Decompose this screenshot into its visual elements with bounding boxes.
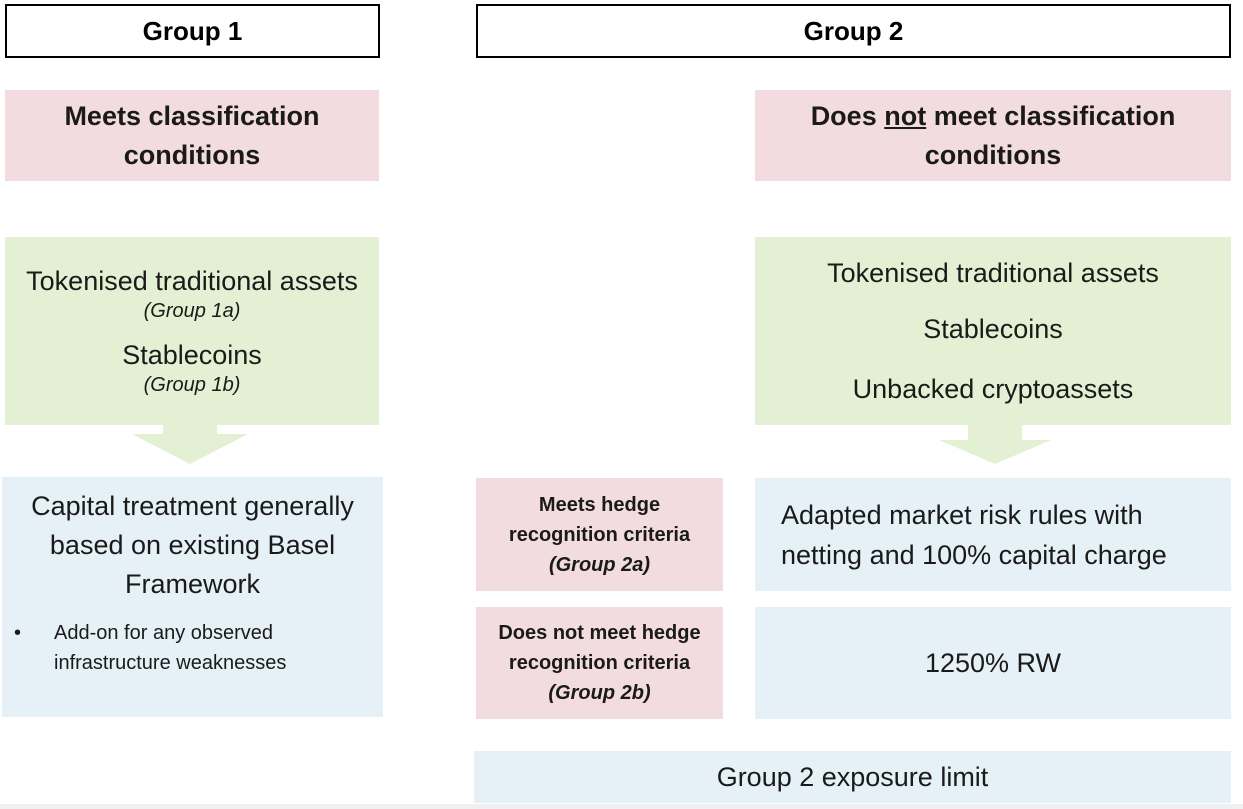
hedge-not-group: (Group 2b) bbox=[548, 682, 651, 704]
hedge-meets-text: Meets hedge recognition criteria bbox=[508, 493, 691, 546]
group1-treatment-box: Capital treatment generally based on exi… bbox=[2, 477, 383, 717]
hedge-meets-group: (Group 2a) bbox=[548, 553, 651, 576]
bottom-edge bbox=[0, 804, 1243, 809]
hedge-not-box: Does not meet hedge recognition criteria… bbox=[476, 607, 723, 719]
rule-2a-text: Adapted market risk rules with netting a… bbox=[781, 499, 1167, 570]
group2-asset-unbacked: Unbacked cryptoassets bbox=[852, 374, 1134, 404]
group2-condition-box: Does not meet classification conditions bbox=[755, 90, 1231, 181]
group1-treatment-text: Capital treatment generally based on exi… bbox=[31, 491, 354, 599]
rule-2b-text: 1250% RW bbox=[924, 647, 1062, 678]
group1-asset-tokenised-sub: (Group 1a) bbox=[143, 300, 241, 322]
group1-bullet-text: Add-on for any observed infrastructure w… bbox=[54, 622, 287, 674]
rule-2b-box: 1250% RW bbox=[755, 607, 1231, 719]
group1-down-arrow bbox=[132, 424, 248, 464]
exposure-limit-text: Group 2 exposure limit bbox=[716, 761, 989, 792]
group1-asset-tokenised: Tokenised traditional assets bbox=[26, 266, 358, 296]
group2-condition-pre: Does bbox=[810, 100, 885, 131]
group1-header-label: Group 1 bbox=[142, 15, 243, 46]
hedge-meets-box: Meets hedge recognition criteria (Group … bbox=[476, 478, 723, 591]
group1-condition-box: Meets classification conditions bbox=[5, 90, 379, 181]
group1-header: Group 1 bbox=[5, 4, 380, 58]
group1-asset-stablecoins-sub: (Group 1b) bbox=[143, 374, 241, 396]
group2-condition-not: not bbox=[884, 100, 927, 131]
group2-asset-stablecoins: Stablecoins bbox=[923, 314, 1063, 344]
group2-condition-text: Does not meet classification conditions bbox=[785, 97, 1201, 175]
group1-condition-text: Meets classification conditions bbox=[64, 100, 320, 170]
hedge-not-label: Does not meet hedge recognition criteria bbox=[498, 622, 701, 674]
group1-assets-box: Tokenised traditional assets (Group 1a) … bbox=[5, 237, 379, 425]
group2-condition-post: meet classification conditions bbox=[924, 100, 1176, 170]
bullet-marker: • bbox=[14, 622, 22, 644]
rule-2a-box: Adapted market risk rules with netting a… bbox=[755, 478, 1231, 591]
group1-bullet-item: • Add-on for any observed infrastructure… bbox=[2, 618, 383, 678]
group2-asset-tokenised: Tokenised traditional assets bbox=[827, 258, 1159, 288]
group2-header: Group 2 bbox=[476, 4, 1231, 58]
group2-assets-box: Tokenised traditional assets Stablecoins… bbox=[755, 237, 1231, 425]
exposure-limit-box: Group 2 exposure limit bbox=[474, 751, 1231, 803]
hedge-not-text: Does not meet hedge recognition criteria… bbox=[494, 618, 705, 708]
group1-asset-stablecoins: Stablecoins bbox=[122, 340, 262, 370]
group2-down-arrow bbox=[939, 424, 1051, 464]
group2-header-label: Group 2 bbox=[803, 15, 904, 46]
